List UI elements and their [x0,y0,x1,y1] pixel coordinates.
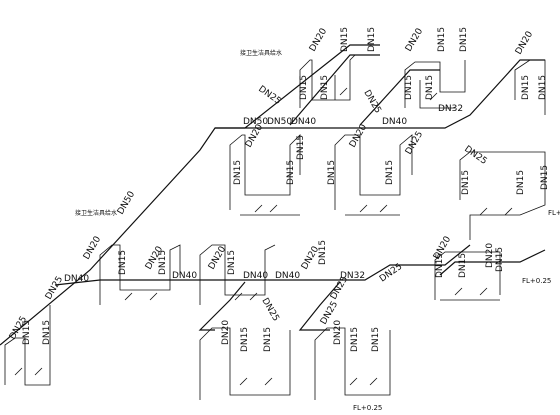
label-dn25-d: DN25 [462,144,488,167]
note-upper: 接卫生洁具给水 [240,49,282,57]
label-dn15-r30: DN15 [350,327,360,352]
fixture-group-1 [299,54,356,108]
label-dn15-r8: DN15 [425,75,435,100]
label-dn15-r6: DN15 [320,75,330,100]
label-dn15-r11: DN15 [296,135,306,160]
label-dn20-r12: DN20 [221,320,231,345]
label-dn25-c: DN25 [404,130,425,157]
fixture-group-11 [199,327,291,400]
label-dn15-r16: DN15 [461,170,471,195]
label-dn15-r13: DN15 [286,160,296,185]
label-dn15-r15: DN15 [385,160,395,185]
middle-main-pipe [54,244,471,286]
fixture-group-10 [4,305,51,386]
upper-branch-pipe-2 [359,69,440,126]
label-dn25-a: DN25 [256,84,282,107]
label-dn15-r1: DN15 [340,27,350,52]
label-dn40-mid-3: DN40 [243,271,268,281]
elevation-right-upper: FL+0.25 [548,209,560,217]
elevation-right-lower: FL+0.25 [522,277,551,285]
label-dn20-r11: DN20 [485,243,495,268]
label-dn40-mid-1: DN40 [64,274,89,284]
label-dn15-r29: DN15 [263,327,273,352]
fixture-group-4 [229,134,301,210]
label-dn40-top: DN40 [291,117,316,127]
label-dn40-top-right: DN40 [382,117,407,127]
label-dn15-r14: DN15 [327,160,337,185]
label-dn32-mid: DN32 [340,271,365,281]
elevation-bottom: FL+0.25 [353,404,382,412]
label-dn20-r1: DN20 [308,27,329,54]
label-dn20-r3: DN20 [514,30,535,57]
label-dn15-r26: DN15 [22,320,32,345]
label-dn50-c: DN50 [116,190,137,217]
label-dn15-r3: DN15 [437,27,447,52]
label-dn20-r5: DN20 [348,123,369,150]
label-dn15-r7: DN15 [404,75,414,100]
label-dn15-r21: DN15 [227,250,237,275]
fixture-group-2b [419,80,455,109]
upper-main-pipe [215,59,545,129]
middle-branch-right [439,249,546,276]
label-dn15-r19: DN15 [118,250,128,275]
upper-branch-pipe-1 [289,54,380,126]
lower-branch-pipe-1 [198,281,246,331]
label-dn25-i: DN25 [329,275,350,302]
label-dn15-r17: DN15 [516,170,526,195]
rotated-labels: DN20 DN15 DN15 DN20 DN15 DN15 DN20 DN25 … [8,27,550,352]
lower-branch-pipe-2 [298,281,341,331]
label-dn15-r23: DN15 [435,253,445,278]
fixture-group-7 [99,244,181,305]
valve-marks [14,87,513,386]
label-dn25-f: DN25 [44,275,65,302]
label-dn20-r13: DN20 [333,320,343,345]
fixture-group-9 [434,251,501,300]
label-dn25-b: DN25 [361,89,382,116]
label-dn15-r20: DN15 [158,250,168,275]
label-dn15-r27: DN15 [42,320,52,345]
label-dn15-r5: DN15 [299,75,309,100]
label-dn50-a: DN50 [243,117,268,127]
label-dn15-r25: DN15 [495,247,505,272]
label-dn15-r9: DN15 [521,75,531,100]
fixture-group-3 [514,59,546,115]
label-dn50-b: DN50 [267,117,292,127]
fixture-group-5 [334,134,413,210]
label-dn15-r22: DN15 [318,240,328,265]
label-dn15-r4: DN15 [459,27,469,52]
fixture-group-12 [314,327,391,400]
label-dn40-mid-4: DN40 [275,271,300,281]
label-dn15-r24: DN15 [458,253,468,278]
label-dn15-r12: DN15 [233,160,243,185]
fixture-group-2 [404,60,466,108]
label-dn40-mid-2: DN40 [172,271,197,281]
note-middle: 接卫生洁具给水 [75,209,117,217]
label-dn20-r2: DN20 [404,27,425,54]
label-dn15-r31: DN15 [371,327,381,352]
label-dn15-r2: DN15 [367,27,377,52]
fixture-group-8 [199,244,276,305]
label-dn15-r10: DN15 [538,75,548,100]
fixture-group-6 [459,151,546,240]
label-dn25-h: DN25 [259,297,280,324]
label-dn32-top: DN32 [438,104,463,114]
label-dn15-r18: DN15 [540,165,550,190]
label-dn15-r28: DN15 [240,327,250,352]
